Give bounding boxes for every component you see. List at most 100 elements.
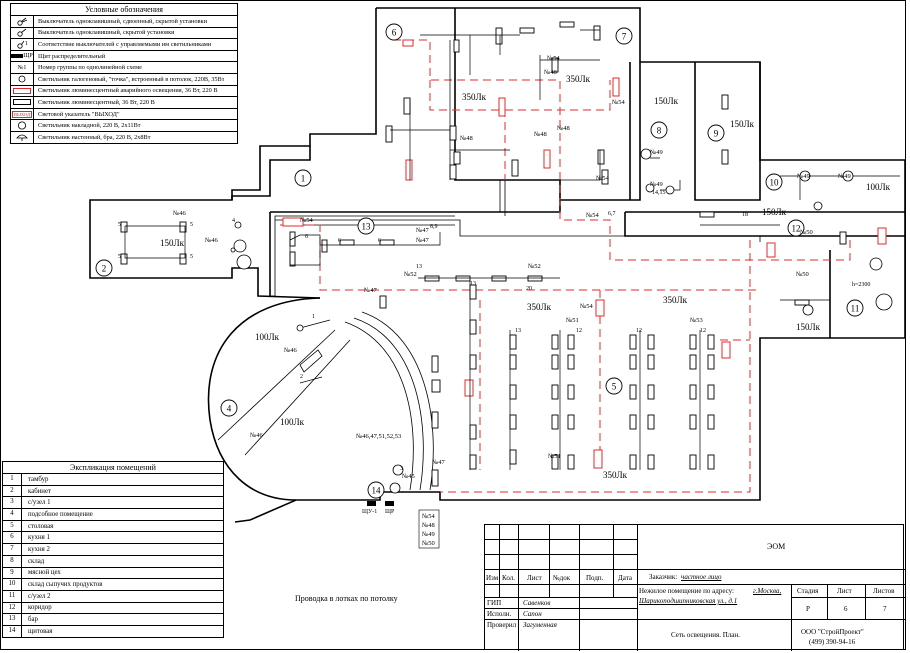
feeder-group-label: №48 — [422, 522, 435, 529]
fluorescent-luminaire — [424, 275, 440, 282]
group-label: №50 — [800, 229, 813, 236]
room-number-marker: 13 — [357, 217, 375, 235]
fluorescent-luminaire — [707, 384, 715, 400]
group-label: №53 — [690, 317, 703, 324]
illuminance-label: 150Лк — [762, 207, 787, 217]
group-label: №54 — [300, 217, 313, 224]
room-number-label: 1 — [301, 174, 306, 184]
fluorescent-luminaire — [551, 414, 559, 430]
point-lamp — [392, 464, 404, 476]
name-gip: Савенков — [523, 599, 551, 607]
fluorescent-luminaire — [839, 231, 847, 245]
room-name: мясной цех — [28, 569, 61, 577]
board-label: ЩР — [385, 509, 395, 515]
name-executor: Сапон — [523, 610, 542, 618]
room-name: склад сыпучих продуктов — [28, 581, 103, 589]
legend-row: Выключатель одноклавишный, скрытой устан… — [11, 27, 237, 40]
explication-title: Экспликация помещений — [3, 462, 223, 474]
fluorescent-luminaire — [647, 354, 655, 370]
fluorescent-luminaire — [289, 251, 296, 267]
fixture-index-label: 12 — [636, 328, 642, 334]
group-label: №54 — [612, 99, 625, 106]
illuminance-label: 350Лк — [603, 470, 628, 480]
customer-label: Заказчик: — [649, 573, 678, 581]
group-label: №54 — [547, 55, 560, 62]
fluorescent-luminaire — [567, 384, 575, 400]
sheet-value: 6 — [844, 605, 848, 613]
switch-single-icon — [11, 27, 34, 39]
fluorescent-luminaire — [455, 275, 471, 282]
room-number-marker: 7 — [615, 27, 633, 45]
fluorescent-luminaire — [379, 295, 387, 309]
room-name: коридор — [28, 604, 52, 612]
group-label: №46 — [284, 347, 297, 354]
fluorescent-luminaire — [453, 39, 460, 53]
legend-table: Условные обозначения Выключатель однокла… — [10, 3, 238, 144]
legend-symbol: 1 — [25, 41, 28, 48]
fluorescent-luminaire — [551, 334, 559, 350]
point-lamp — [233, 239, 247, 253]
qty-col-label: Кол. — [502, 574, 515, 582]
fluorescent-luminaire — [431, 411, 439, 429]
group-label: №46 — [173, 210, 186, 217]
point-lamp — [799, 170, 811, 182]
room-number-marker: 6 — [385, 23, 403, 41]
legend-label: Выключатель одноклавишный, скрытой устан… — [38, 29, 175, 37]
room-number: 3 — [3, 497, 22, 509]
switch-correspondence-icon: 1 — [11, 39, 34, 50]
fluorescent-luminaire — [449, 125, 457, 141]
fluorescent-luminaire — [519, 27, 535, 34]
fixture-index-label: 5 — [118, 222, 121, 228]
halogen-lamp-icon — [11, 73, 34, 85]
group-label: №46 — [250, 432, 263, 439]
fixture-index-label: 3 — [400, 466, 403, 472]
fluorescent-luminaire — [551, 454, 559, 470]
room-number: 12 — [3, 602, 22, 614]
date-col-label: Дата — [618, 574, 632, 582]
illuminance-label: 100Лк — [255, 332, 280, 342]
fluorescent-luminaire — [707, 454, 715, 470]
fluorescent-luminaire — [179, 221, 187, 233]
fixture-index-label: 13 — [515, 328, 521, 334]
address-line-1: г.Москва, — [753, 587, 782, 595]
room-number-label: 10 — [770, 178, 780, 188]
point-lamp — [296, 324, 304, 332]
legend-label: Светильник галогеновый, "точка", встроен… — [38, 75, 225, 83]
room-number-marker: 4 — [220, 399, 238, 417]
fixture-index-label: 2 — [300, 374, 303, 380]
legend-label: Выключатель одноклавишный, сдвоенный, ск… — [38, 17, 207, 25]
group-label: №47 — [432, 459, 445, 466]
room-number: 9 — [3, 567, 22, 579]
illuminance-label: 100Лк — [280, 417, 305, 427]
room-name: с/узел 2 — [28, 592, 51, 600]
sheet-col-label: Лист — [527, 574, 542, 582]
legend-symbol: ВЫХОД — [11, 110, 33, 118]
sheet-label: Лист — [837, 587, 852, 595]
point-lamp — [813, 201, 823, 211]
group-label: №48 — [544, 69, 557, 76]
point-lamp — [230, 247, 236, 253]
wiring-note: Проводка в лотках по потолку — [295, 594, 398, 603]
role-checker: Проверил — [487, 621, 517, 629]
illuminance-label: 350Лк — [566, 74, 591, 84]
legend-symbol: №1 — [17, 64, 27, 71]
point-lamp — [875, 293, 893, 311]
point-lamp — [234, 221, 242, 229]
room-number-marker: 9 — [707, 124, 725, 142]
room-name: кухня 1 — [28, 534, 50, 542]
fluorescent-luminaire — [593, 25, 601, 41]
fluorescent-luminaire — [509, 354, 517, 370]
room-number-label: 6 — [392, 28, 397, 38]
point-lamps — [230, 148, 893, 494]
room-number: 2 — [3, 485, 22, 497]
legend-row: Светильник накладной, 220 В, 2х11Вт — [11, 120, 237, 132]
point-lamp — [645, 183, 655, 193]
illuminance-label: 350Лк — [527, 302, 552, 312]
illuminance-label: 150Лк — [160, 238, 185, 248]
fluorescent-luminaire — [629, 354, 637, 370]
name-checker: Загуменная — [523, 621, 557, 629]
fluorescent-luminaire — [721, 149, 729, 165]
point-lamp — [389, 482, 401, 494]
